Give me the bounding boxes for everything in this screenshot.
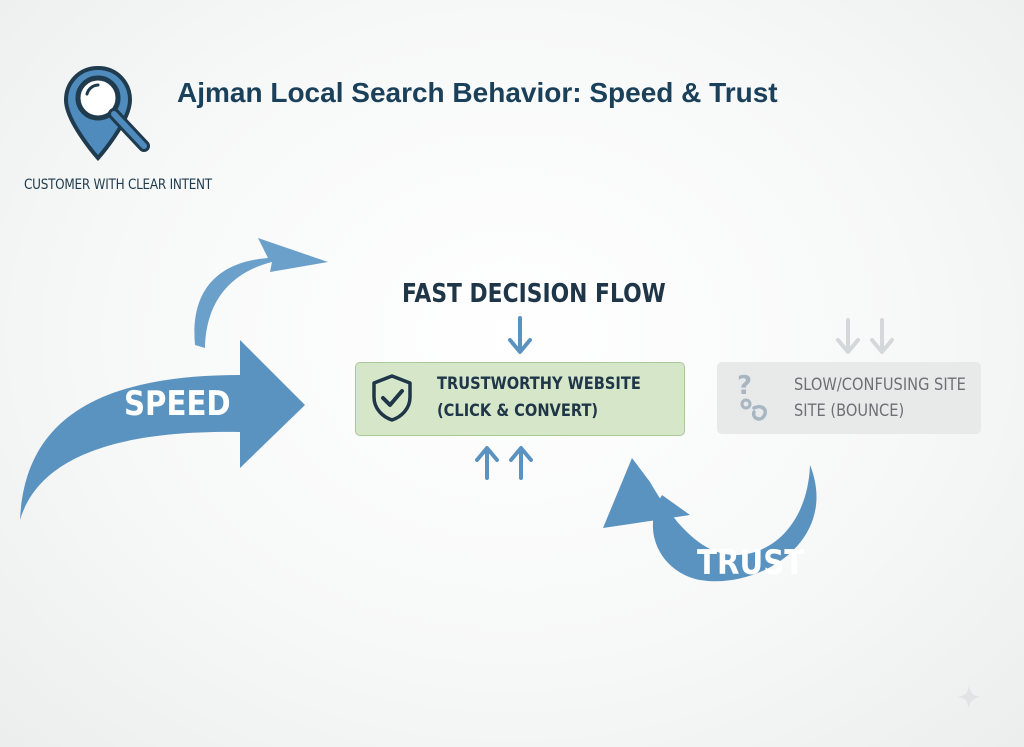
slow-site-box (717, 362, 981, 434)
speed-curve-arrow (194, 238, 328, 348)
trust-arrow (603, 458, 817, 582)
good-outcome-subtitle: (CLICK & CONVERT) (437, 401, 599, 421)
svg-text:?: ? (737, 371, 752, 401)
good-outcome-title: TRUSTWORTHY WEBSITE (437, 374, 641, 394)
trust-label: TRUST (697, 543, 805, 583)
question-broken-link-icon: ? (737, 371, 767, 421)
bad-outcome-title: SLOW/CONFUSING SITE (794, 375, 966, 395)
sparkle-icon (957, 685, 981, 709)
location-search-icon (63, 65, 150, 162)
flow-label: FAST DECISION FLOW (402, 279, 666, 309)
subtitle: CUSTOMER WITH CLEAR INTENT (24, 177, 212, 193)
speed-arrow (20, 340, 305, 520)
speed-label: SPEED (124, 384, 231, 424)
shield-check-icon (372, 374, 412, 422)
page-title: Ajman Local Search Behavior: Speed & Tru… (177, 77, 778, 108)
bad-outcome-subtitle: SITE (BOUNCE) (794, 401, 905, 421)
